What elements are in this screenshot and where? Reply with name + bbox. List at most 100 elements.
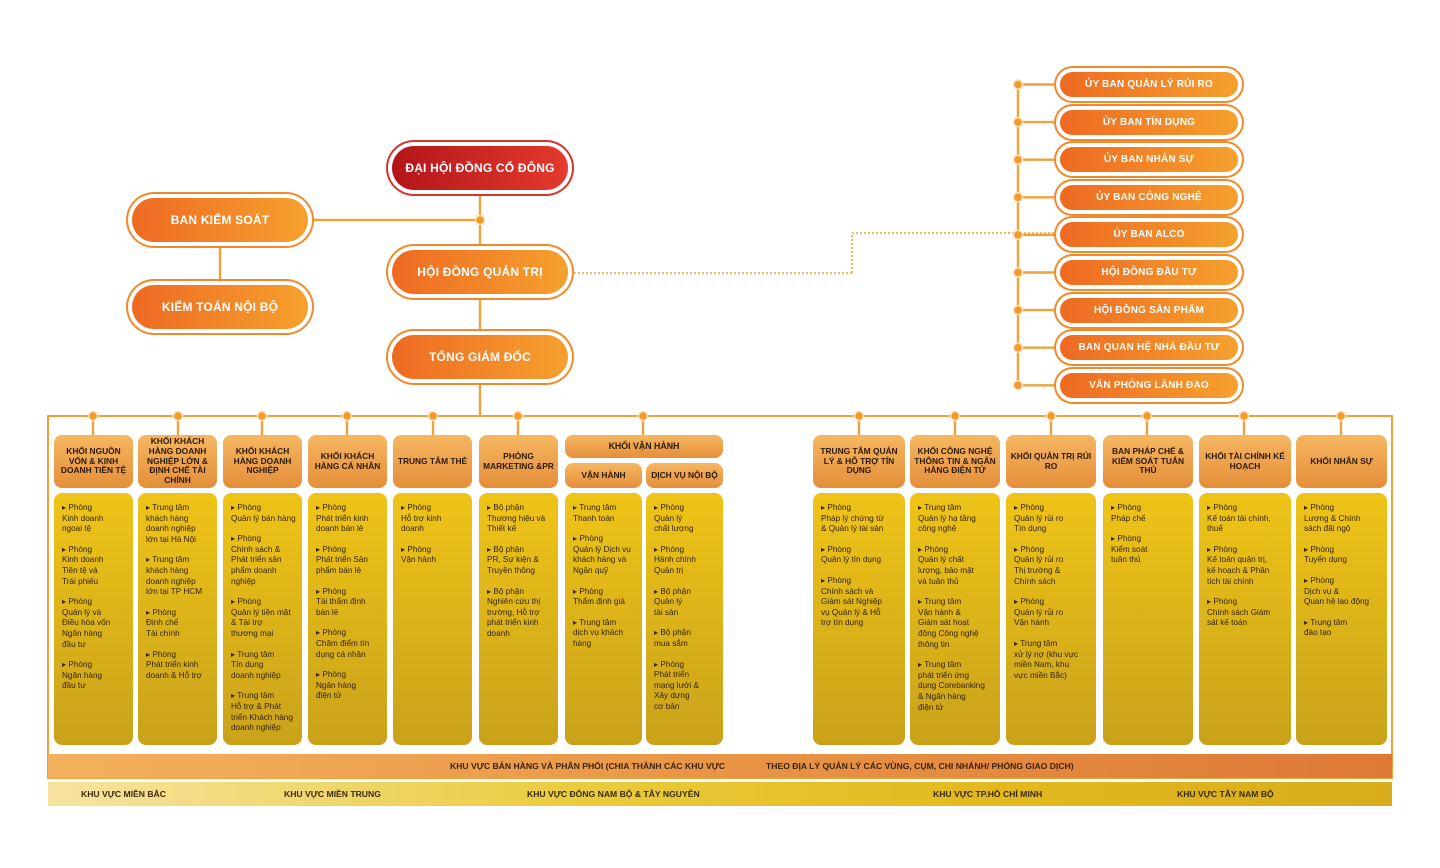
division-units: ▸ Phòng Kế toán tài chính, thuế ▸ Phòng K… <box>1199 493 1291 745</box>
connector-node <box>1045 410 1057 422</box>
connector-node <box>1238 410 1250 422</box>
division-header: DỊCH VỤ NỘI BỘ <box>646 463 723 488</box>
unit-item: ▸ Trung tâm phát triển ứng dụng Corebank… <box>918 660 985 712</box>
division-units: ▸ Bộ phận Thương hiệu và Thiết kế ▸ Bộ ph… <box>479 493 558 745</box>
region-southeast: KHU VỰC ĐÔNG NAM BỘ & TÂY NGUYÊN <box>527 789 700 799</box>
division-header: KHỐI QUẢN TRỊ RỦI RO <box>1006 435 1096 488</box>
unit-item: ▸ Bộ phận Thương hiệu và Thiết kế <box>487 503 546 534</box>
division-units: ▸ Phòng Pháp lý chứng từ & Quản lý tài s… <box>813 493 905 745</box>
committee-item: BAN QUAN HỆ NHÀ ĐẦU TƯ <box>1060 335 1238 361</box>
unit-item: ▸ Phòng Tuyển dụng <box>1304 544 1347 565</box>
unit-item: ▸ Phòng Phát triển Sản phẩm bán lẻ <box>316 544 368 575</box>
unit-item: ▸ Phòng Phát triển kinh doanh bán lẻ <box>316 503 369 534</box>
division-header: KHỐI KHÁCH HÀNG CÁ NHÂN <box>308 435 387 488</box>
committee-item: HỘI ĐỒNG ĐẦU TƯ <box>1060 260 1238 285</box>
unit-item: ▸ Phòng Quản lý tiền mặt & Tài trợ thươn… <box>231 597 291 638</box>
division-units: ▸ Phòng Phát triển kinh doanh bán lẻ ▸ Ph… <box>308 493 387 745</box>
unit-item: ▸ Phòng Quản lý rủi ro Tín dụng <box>1014 503 1064 534</box>
unit-item: ▸ Trung tâm dịch vụ khách hàng <box>573 617 624 648</box>
division-units: ▸ Phòng Quản lý bán hàng ▸ Phòng Chính sá… <box>223 493 302 745</box>
division-units: ▸ Phòng Lương & Chính sách đãi ngộ▸ Phòn… <box>1296 493 1387 745</box>
division-header: TRUNG TÂM QUẢN LÝ & HỖ TRỢ TÍN DỤNG <box>813 435 905 488</box>
unit-item: ▸ Phòng Thẩm định giá <box>573 586 625 607</box>
regions-band: KHU VỰC MIỀN BẮC KHU VỰC MIỀN TRUNG KHU … <box>48 782 1392 806</box>
unit-item: ▸ Bộ phận Quản lý tài sản <box>654 586 691 617</box>
connector-node <box>341 410 353 422</box>
sales-band-text-right: THEO ĐỊA LÝ QUẢN LÝ CÁC VÙNG, CỤM, CHI N… <box>766 761 1074 771</box>
connector-node <box>1012 192 1024 203</box>
unit-item: ▸ Trung tâm khách hàng doanh nghiệp lớn … <box>146 503 196 544</box>
connector-node <box>1012 304 1024 316</box>
division-header: KHỐI KHÁCH HÀNG DOANH NGHIỆP LỚN & ĐỊNH … <box>138 435 217 488</box>
region-southwest: KHU VỰC TÂY NAM BỘ <box>1177 789 1274 799</box>
division-header: PHÒNG MARKETING &PR <box>479 435 558 488</box>
unit-item: ▸ Trung tâm Thanh toán <box>573 503 617 523</box>
unit-item: ▸ Phòng Kinh doanh ngoại tệ <box>62 503 104 534</box>
connector-node <box>1141 410 1153 422</box>
unit-item: ▸ Phòng Chính sách & Phát triển sản phẩm… <box>231 534 282 586</box>
unit-item: ▸ Phòng Phát triển kinh doanh & Hỗ trợ <box>146 649 202 680</box>
unit-item: ▸ Phòng Hỗ trợ kinh doanh <box>401 503 442 534</box>
division-units: ▸ Trung tâm Thanh toán ▸ Phòng Quản lý Dị… <box>565 493 642 745</box>
unit-item: ▸ Phòng Hành chính Quản trị <box>654 544 696 575</box>
committee-item: ỦY BAN NHÂN SỰ <box>1060 147 1238 173</box>
unit-item: ▸ Phòng Kế toán quản trị, kế hoạch & Phâ… <box>1207 544 1270 586</box>
unit-item: ▸ Phòng Dịch vụ & Quan hệ lao động <box>1304 575 1370 607</box>
unit-item: ▸ Phòng Quản lý chất lượng <box>654 503 694 534</box>
board-of-directors-node: HỘI ĐỒNG QUẢN TRỊ <box>392 250 568 294</box>
connector-node <box>637 410 649 422</box>
unit-item: ▸ Phòng Quản lý rủi ro Vận hành <box>1014 597 1064 628</box>
connector-node <box>172 410 184 422</box>
unit-item: ▸ Trung tâm Quản lý hạ tầng công nghệ <box>918 503 976 534</box>
unit-item: ▸ Trung tâm Vận hành & Giám sát hoạt độn… <box>918 597 979 649</box>
region-hcmc: KHU VỰC TP.HỒ CHÍ MINH <box>933 789 1043 799</box>
unit-item: ▸ Phòng Pháp lý chứng từ & Quản lý tài s… <box>821 503 884 534</box>
unit-item: ▸ Phòng Chính sách Giám sát kế toán <box>1207 597 1271 628</box>
unit-item: ▸ Trung tâm đào tạo <box>1304 617 1348 638</box>
connector-node <box>1012 380 1024 391</box>
unit-item: ▸ Trung tâm Hỗ trợ & Phát triển Khách hà… <box>231 691 293 733</box>
connector-node <box>512 410 524 422</box>
unit-item: ▸ Phòng Vận hành <box>401 544 437 565</box>
unit-item: ▸ Phòng Phát triển mạng lưới & Xây dựng … <box>654 659 699 711</box>
unit-item: ▸ Phòng Quản lý và Điều hòa vốn Ngân hàn… <box>62 597 111 649</box>
unit-item: ▸ Bộ phận Nghiên cứu thị trường, Hỗ trợ … <box>487 586 541 638</box>
connector-node <box>1012 342 1024 353</box>
unit-item: ▸ Phòng Kiểm soát tuân thủ <box>1111 534 1148 565</box>
committee-item: VĂN PHÒNG LÃNH ĐẠO <box>1060 372 1238 398</box>
unit-item: ▸ Phòng Chăm điểm tín dụng cá nhân <box>316 628 370 659</box>
connector-node <box>427 410 439 422</box>
unit-item: ▸ Phòng Quản lý Dịch vụ khách hàng và Ng… <box>573 534 631 575</box>
division-units: ▸ Phòng Hỗ trợ kinh doanh ▸ Phòng Vận hàn… <box>393 493 472 745</box>
connector-node <box>853 410 865 422</box>
connector-node <box>1012 116 1024 128</box>
division-header: KHỐI CÔNG NGHỆ THÔNG TIN & NGÂN HÀNG ĐIỆ… <box>910 435 1000 488</box>
connector-node <box>1012 229 1024 241</box>
division-units: ▸ Phòng Quản lý rủi ro Tín dụng ▸ Phòng Q… <box>1006 493 1096 745</box>
shareholders-node: ĐẠI HỘI ĐỒNG CỔ ĐÔNG <box>392 146 568 190</box>
division-header: KHỐI NHÂN SỰ <box>1296 435 1387 488</box>
connector-node <box>1012 267 1024 278</box>
committee-item: ỦY BAN QUẢN LÝ RỦI RO <box>1060 72 1238 97</box>
unit-item: ▸ Phòng Quản lý bán hàng <box>231 503 296 523</box>
committee-item: ỦY BAN CÔNG NGHỆ <box>1060 184 1238 210</box>
unit-item: ▸ Phòng Quản lý chất lượng, bảo mật và t… <box>918 544 974 586</box>
unit-item: ▸ Phòng Kinh doanh Tiền tệ và Trái phiếu <box>62 544 104 586</box>
connector-node <box>256 410 268 422</box>
division-units: ▸ Trung tâm khách hàng doanh nghiệp lớn … <box>138 493 217 745</box>
unit-item: ▸ Phòng Chính sách và Giám sát Nghiệp vụ… <box>821 575 882 628</box>
sales-distribution-band: KHU VỰC BÁN HÀNG VÀ PHÂN PHỐI (CHIA THÀN… <box>48 754 1392 778</box>
division-header: VẬN HÀNH <box>565 463 642 488</box>
division-header: KHỐI NGUỒN VỐN & KINH DOANH TIỀN TỆ <box>54 435 133 488</box>
supervisory-board-node: BAN KIỂM SOÁT <box>132 198 308 242</box>
connector-node <box>474 214 486 226</box>
region-north: KHU VỰC MIỀN BẮC <box>81 789 166 799</box>
division-header: TRUNG TÂM THẺ <box>393 435 472 488</box>
unit-item: ▸ Trung tâm khách hàng doanh nghiệp lớn … <box>146 555 203 597</box>
connector-node <box>1012 79 1024 90</box>
internal-audit-node: KIỂM TOÁN NỘI BỘ <box>132 285 308 329</box>
unit-item: ▸ Phòng Kế toán tài chính, thuế <box>1207 503 1271 534</box>
connector-node <box>1012 154 1024 165</box>
ceo-node: TỔNG GIÁM ĐỐC <box>392 335 568 379</box>
